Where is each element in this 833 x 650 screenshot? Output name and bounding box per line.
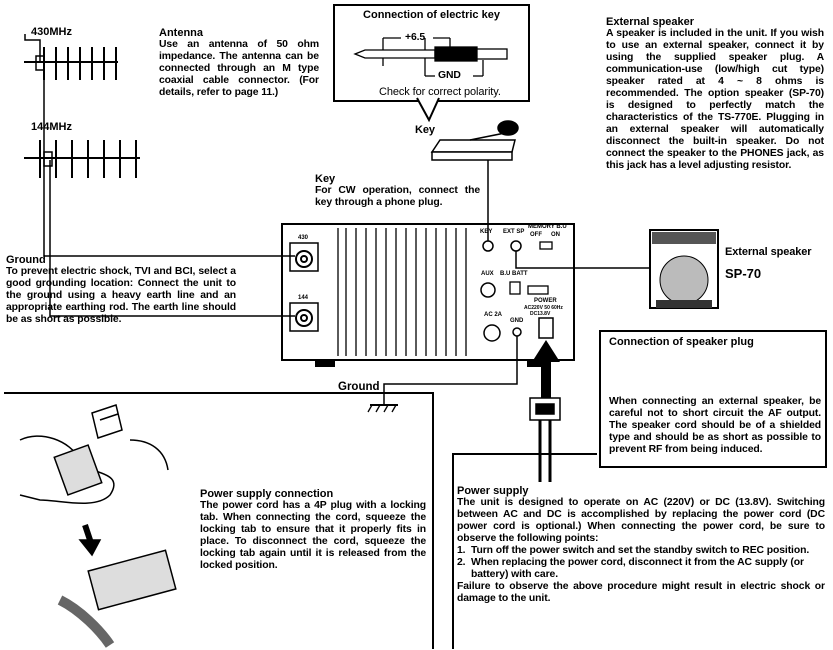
speaker-plug-box: Connection of speaker plug When connecti… — [599, 330, 827, 468]
power-connection-body: The power cord has a 4P plug with a lock… — [200, 500, 426, 571]
key-body: For CW operation, connect the key throug… — [315, 185, 480, 208]
speaker-model-label: SP-70 — [725, 266, 762, 281]
panel-on: ON — [551, 232, 560, 238]
panel-ant-144: 144 — [298, 295, 309, 301]
panel-power-spec1: AC220V 50 60Hz — [524, 305, 563, 311]
external-speaker-title: External speaker — [606, 16, 695, 28]
heatsink-fins-icon — [337, 228, 467, 356]
plug-hand-illustration-icon — [19, 404, 177, 648]
speaker-plug-body: When connecting an external speaker, be … — [609, 396, 821, 455]
antenna-430-icon — [24, 47, 118, 80]
panel-ext-sp: EXT SP — [503, 229, 525, 235]
panel-gnd: GND — [510, 318, 524, 324]
power-supply-intro: The unit is designed to operate on AC (2… — [457, 497, 825, 544]
external-speaker-body: A speaker is included in the unit. If yo… — [606, 28, 824, 171]
power-supply-top-rule — [452, 453, 597, 455]
power-supply-point-1-text: Turn off the power switch and set the st… — [471, 545, 810, 556]
power-supply-title: Power supply — [457, 485, 529, 497]
key-connection-title: Connection of electric key — [363, 9, 500, 21]
power-connection-title: Power supply connection — [200, 488, 334, 500]
panel-bu-batt: B.U BATT — [500, 271, 528, 277]
panel-key: KEY — [480, 229, 493, 235]
power-supply-point-1: 1. Turn off the power switch and set the… — [457, 545, 810, 556]
power-connection-box — [4, 392, 434, 649]
key-title: Key — [315, 173, 336, 185]
ground-section: Ground To prevent electric shock, TVI an… — [6, 254, 236, 326]
plug-gnd-label: GND — [438, 70, 461, 81]
key-device-label: Key — [415, 124, 435, 136]
antenna-144-label: 144MHz — [31, 121, 72, 133]
phone-plug-icon — [353, 37, 508, 77]
plug-dimension-label: +6.5 — [405, 32, 426, 43]
key-section: Key For CW operation, connect the key th… — [315, 173, 480, 209]
antenna-body: Use an antenna of 50 ohm impedance. The … — [159, 39, 319, 98]
power-arrow-icon — [532, 340, 560, 400]
ground-label: Ground — [338, 381, 380, 393]
speaker-icon — [649, 229, 719, 309]
antenna-section: Antenna Use an antenna of 50 ohm impedan… — [159, 27, 319, 99]
power-plug-icon — [529, 397, 561, 421]
panel-off: OFF — [530, 232, 542, 238]
ground-body: To prevent electric shock, TVI and BCI, … — [6, 266, 236, 325]
ground-title: Ground — [6, 254, 46, 266]
power-supply-footer: Failure to observe the above procedure m… — [457, 581, 825, 604]
speaker-plug-title: Connection of speaker plug — [609, 336, 754, 348]
antenna-430-label: 430MHz — [31, 26, 72, 38]
morse-key-icon — [430, 120, 519, 161]
antenna-144-icon — [24, 140, 140, 178]
callout-pointer-icon — [416, 97, 440, 123]
power-supply-divider — [452, 453, 458, 649]
power-supply-section: Power supply The unit is designed to ope… — [457, 485, 825, 605]
panel-memory-bu: MEMORY B.U — [528, 224, 567, 230]
panel-power: POWER — [534, 298, 557, 304]
power-supply-point-2-text: When replacing the power cord, disconnec… — [471, 557, 804, 580]
power-connection-section: Power supply connection The power cord h… — [200, 488, 426, 572]
key-polarity-note: Check for correct polarity. — [379, 86, 501, 98]
panel-aux: AUX — [481, 271, 494, 277]
external-speaker-section: External speaker A speaker is included i… — [606, 16, 824, 172]
antenna-title: Antenna — [159, 27, 203, 39]
panel-ac: AC 2A — [484, 312, 503, 318]
external-speaker-label: External speaker — [725, 246, 812, 258]
key-connection-box: Connection of electric key +6.5 GND Chec… — [333, 4, 530, 102]
panel-power-spec2: DC13.8V — [530, 311, 551, 317]
power-supply-point-2: 2. When replacing the power cord, discon… — [457, 557, 825, 581]
panel-ant-430: 430 — [298, 235, 309, 241]
